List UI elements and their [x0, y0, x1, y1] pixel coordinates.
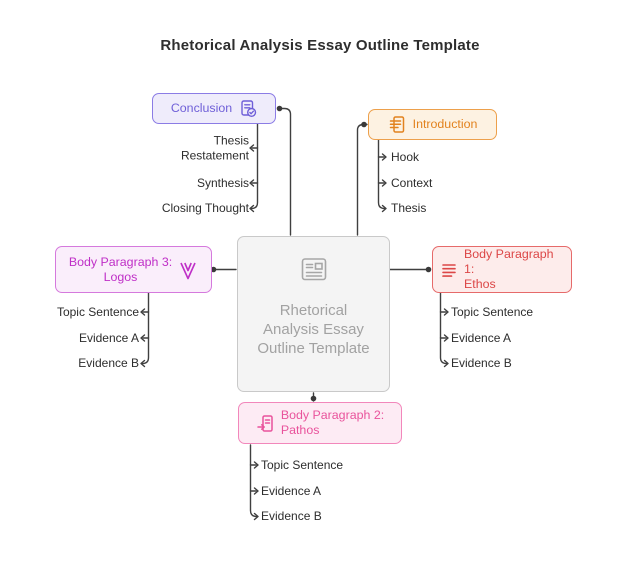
center-line-1: Rhetorical	[279, 302, 348, 319]
center-node: Rhetorical Analysis Essay Outline Templa…	[237, 236, 390, 392]
leaf-body1-evidence-b: Evidence B	[451, 356, 512, 370]
logos-v-icon	[178, 260, 198, 280]
diagram-title: Rhetorical Analysis Essay Outline Templa…	[160, 37, 480, 54]
node-body1-label: Body Paragraph 1: Ethos	[464, 247, 564, 292]
center-line-2: Analysis Essay	[263, 321, 364, 338]
list-lines-icon	[440, 261, 458, 279]
node-body1-line-1: Body Paragraph 1:	[464, 247, 554, 276]
node-introduction-label: Introduction	[412, 117, 478, 131]
node-body3-line-2: Logos	[103, 269, 138, 284]
node-body3-label: Body Paragraph 3: Logos	[69, 255, 172, 285]
leaf-body1-evidence-a: Evidence A	[451, 331, 512, 345]
node-body2-label: Body Paragraph 2: Pathos	[281, 408, 384, 438]
center-line-3: Outline Template	[257, 340, 370, 357]
leaf-body2-topic-sentence: Topic Sentence	[261, 458, 344, 472]
node-introduction: Introduction	[368, 109, 497, 140]
leaf-body3-evidence-a: Evidence A	[78, 331, 139, 345]
node-body-paragraph-3-logos: Body Paragraph 3: Logos	[55, 246, 212, 293]
leaf-body3-topic-sentence: Topic Sentence	[56, 305, 139, 319]
node-body2-line-1: Body Paragraph 2:	[280, 408, 385, 422]
leaf-thesis: Thesis	[391, 201, 427, 215]
document-arrow-icon	[256, 414, 275, 433]
node-body2-line-2: Pathos	[280, 423, 320, 437]
leaf-closing-thought: Closing Thought	[161, 201, 249, 215]
leaf-hook: Hook	[391, 150, 420, 164]
node-conclusion-label: Conclusion	[170, 101, 233, 115]
document-lines-icon	[388, 115, 407, 134]
leaf-body1-topic-sentence: Topic Sentence	[451, 305, 534, 319]
leaf-body2-evidence-a: Evidence A	[261, 484, 322, 498]
document-check-icon	[238, 99, 257, 118]
leaf-body3-evidence-b: Evidence B	[78, 356, 139, 370]
leaf-thesis-restatement: Thesis Restatement	[180, 133, 249, 163]
node-body3-line-1: Body Paragraph 3:	[68, 254, 173, 269]
node-conclusion: Conclusion	[152, 93, 276, 124]
leaf-context: Context	[391, 176, 433, 190]
center-node-label: Rhetorical Analysis Essay Outline Templa…	[257, 301, 369, 358]
article-icon	[298, 253, 330, 285]
leaf-body2-evidence-b: Evidence B	[261, 509, 322, 523]
node-body-paragraph-2-pathos: Body Paragraph 2: Pathos	[238, 402, 402, 444]
node-body1-line-2: Ethos	[464, 277, 496, 291]
leaf-synthesis: Synthesis	[196, 176, 249, 190]
node-body-paragraph-1-ethos: Body Paragraph 1: Ethos	[432, 246, 572, 293]
